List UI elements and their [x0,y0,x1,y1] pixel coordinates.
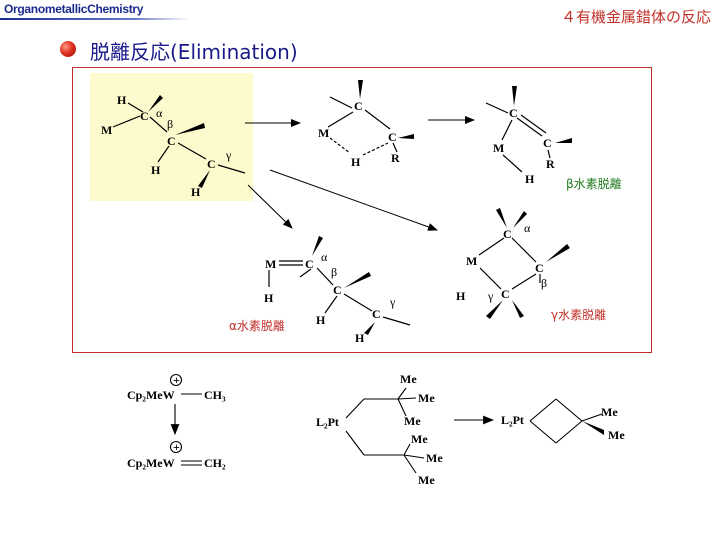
atom-c: C [509,106,518,120]
atom-h: H [351,155,361,169]
red-bullet-icon [60,41,76,57]
atom-c: C [388,130,397,144]
atom-m: M [265,257,276,271]
label-beta: β [167,117,173,131]
l2pt-label: L₂Pt [501,413,524,427]
reaction-panel [72,67,652,353]
alpha-elimination-label: α水素脱離 [229,318,285,333]
atom-c: C [535,261,544,275]
me-label: Me [426,451,443,465]
me-label: Me [608,428,625,442]
atom-r: R [546,157,555,171]
atom-h: H [191,185,201,199]
gamma-product [478,208,570,319]
atom-h: H [525,172,535,186]
me-label: Me [411,432,428,446]
label-gamma: γ [487,289,494,303]
atom-m: M [318,126,329,140]
me-label: Me [404,414,421,428]
label-alpha: α [321,250,328,264]
me-label: Me [418,391,435,405]
label-alpha: α [156,106,163,120]
atom-c-beta: C [167,134,176,148]
label-gamma: γ [225,148,232,162]
ch3-label: CH₃ [204,388,226,402]
chapter-title: ４有機金属錯体の反応 [560,8,711,26]
atom-m: M [466,254,477,268]
label-beta: β [331,265,337,279]
cp2mew-label: Cp₂MeW [127,456,175,470]
atom-h: H [151,163,161,177]
me-label: Me [418,473,435,487]
arrow-to-gamma [269,169,438,231]
reactant-structure [112,95,246,188]
atom-m: M [493,141,504,155]
me-label: Me [601,405,618,419]
beta-elimination-label: β水素脱離 [566,176,622,191]
cp2mew-label: Cp₂MeW [127,388,175,402]
course-title: OrganometallicChemistry [4,2,144,16]
atom-c-alpha: C [140,109,149,123]
plus-sign: + [173,373,180,387]
atom-h: H [264,291,274,305]
reactant-highlight [90,73,253,201]
slide-title: 脱離反応(Elimination) [90,40,298,64]
beta-product [485,86,572,173]
header-underline [0,18,190,20]
atom-h: H [456,289,466,303]
tungsten-example [169,373,202,466]
label-alpha: α [524,221,531,235]
atom-r: R [391,151,400,165]
atom-h: H [117,93,127,107]
me-label: Me [400,372,417,386]
atom-c: C [333,283,342,297]
atom-c: C [354,99,363,113]
atom-h: H [316,313,326,327]
alpha-product [268,236,411,335]
atom-h: H [355,331,365,345]
atom-c: C [372,307,381,321]
label-gamma: γ [389,295,396,309]
beta-transition-state [327,80,414,156]
atom-c: C [503,227,512,241]
gamma-elimination-label: γ水素脱離 [551,307,606,322]
plus-sign: + [173,440,180,454]
l2pt-label: L₂Pt [316,415,339,429]
atom-c: C [501,287,510,301]
atom-c: C [305,257,314,271]
arrow-to-alpha [247,184,293,229]
atom-m: M [101,123,112,137]
platinum-example [345,387,604,474]
ch2-label: CH₂ [204,456,226,470]
atom-c-gamma: C [207,157,216,171]
label-beta: β [541,276,547,290]
atom-c: C [543,136,552,150]
